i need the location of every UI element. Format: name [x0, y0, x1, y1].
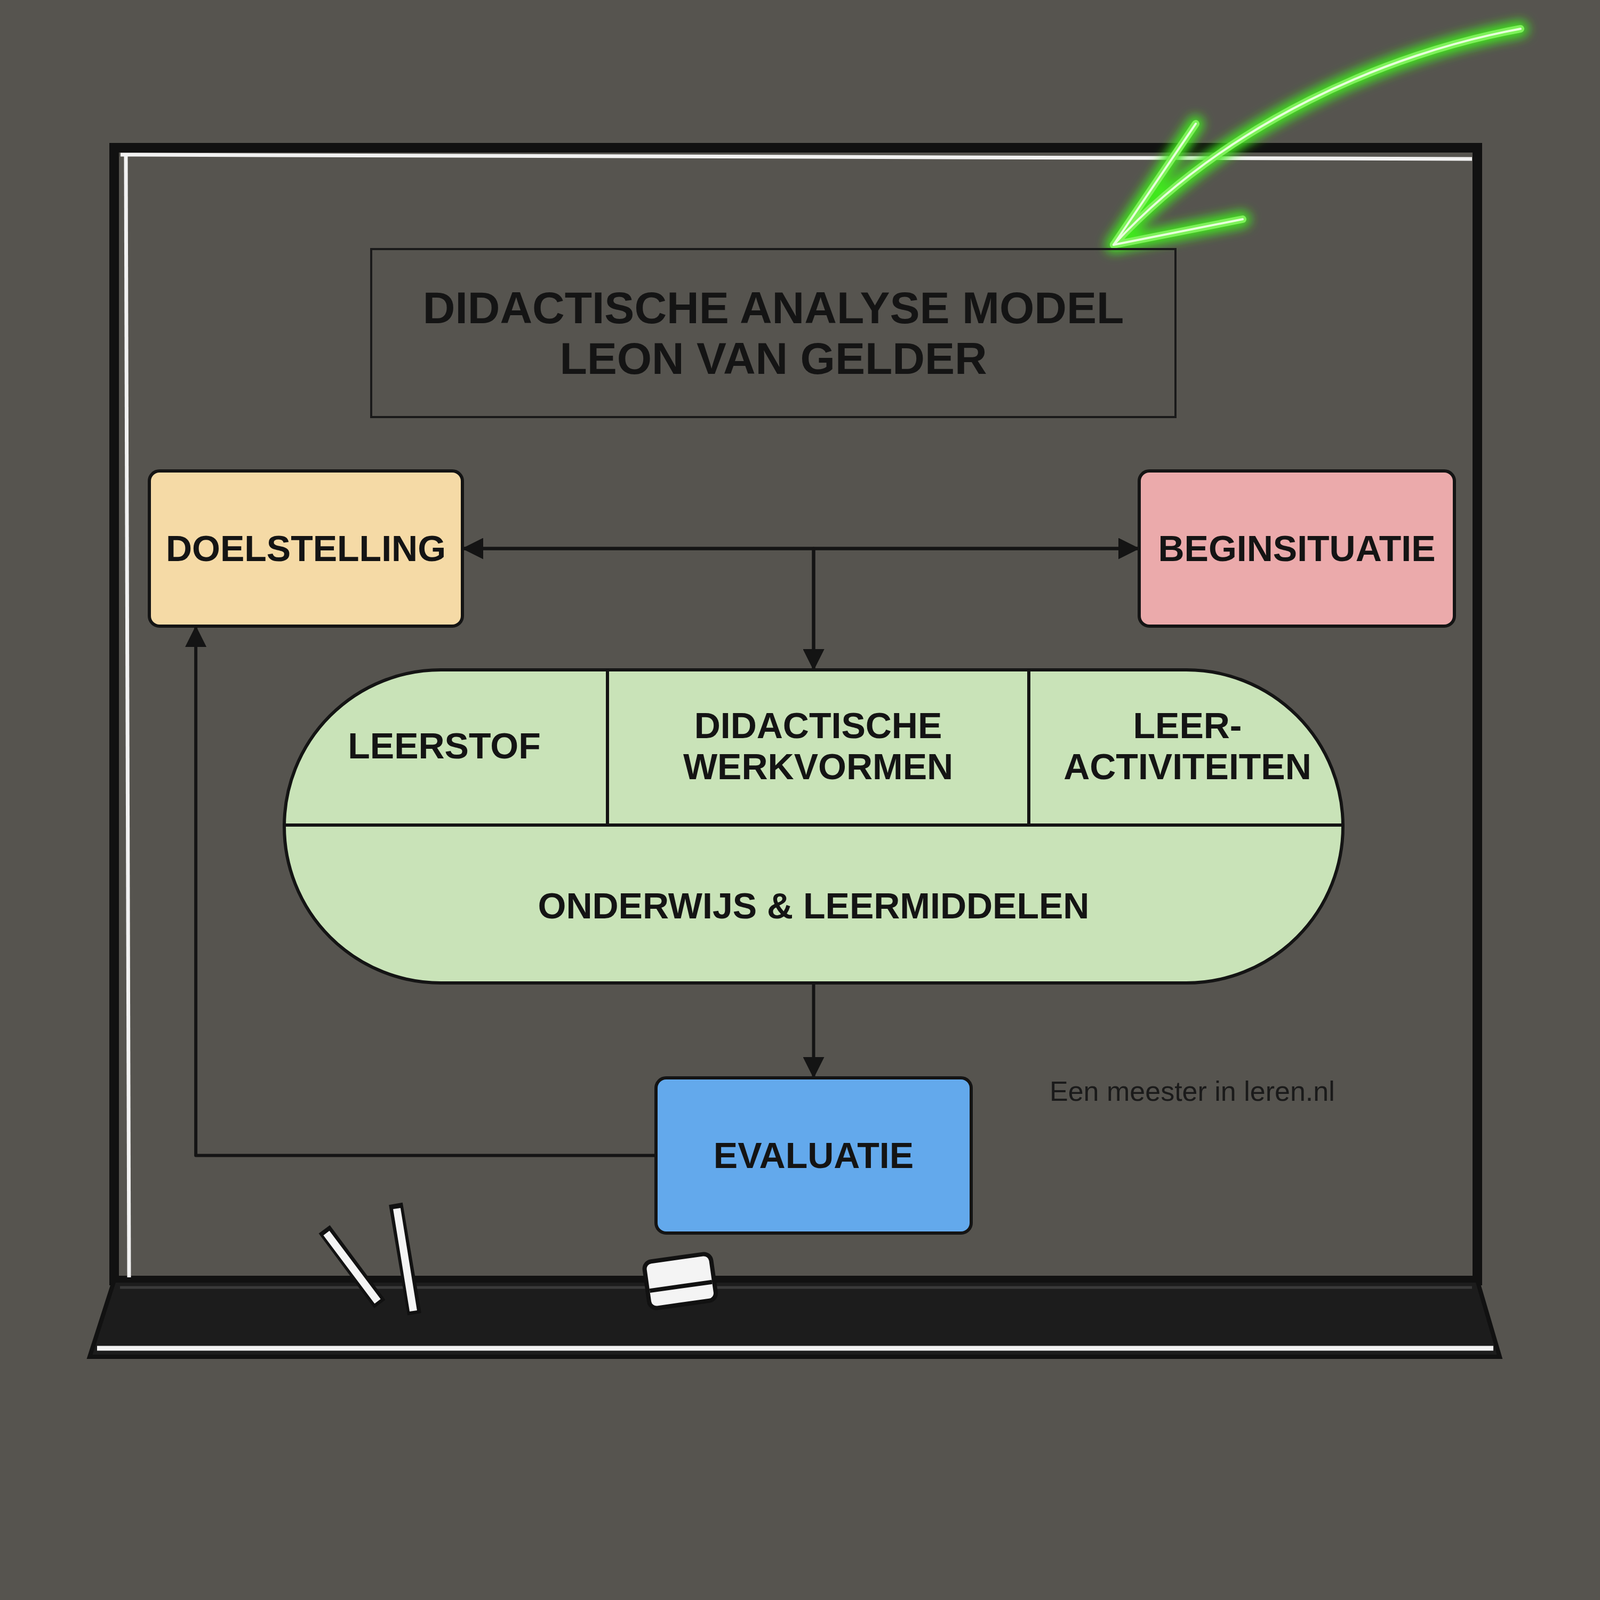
connector-arrow [195, 627, 655, 1156]
neon-shaft [1113, 28, 1521, 245]
start-situation-box: BEGINSITUATIE [1137, 469, 1456, 628]
neon-arrow [1113, 28, 1521, 245]
teaching-pill: LEERSTOF DIDACTISCHE WERKVORMENLEER- ACTI… [282, 668, 1345, 985]
node-label: DIDACTISCHE WERKVORMEN [614, 705, 1022, 787]
activity-cell: LEER- ACTIVITEITEN [1030, 668, 1345, 827]
tray-highlight [97, 1346, 1494, 1351]
neon-glow [1113, 28, 1521, 245]
chalk-stick [324, 1229, 380, 1304]
watermark-text: Een meester in leren.nl [1049, 1075, 1335, 1108]
content-cell: LEERSTOF [282, 668, 610, 827]
neon-core [1113, 123, 1243, 245]
connector-arrow [812, 984, 816, 1077]
goal-box: DOELSTELLING [147, 469, 464, 628]
board-highlight [125, 154, 130, 1278]
connector-arrow [464, 548, 814, 669]
eraser-body [643, 1253, 717, 1310]
title-box: DIDACTISCHE ANALYSE MODEL LEON VAN GELDE… [370, 248, 1177, 419]
board-frame [114, 147, 1478, 1281]
node-label: LEER- ACTIVITEITEN [1035, 705, 1340, 787]
node-label: BEGINSITUATIE [1157, 528, 1436, 569]
connector-arrow [813, 548, 1139, 669]
chalk-stick [396, 1208, 414, 1311]
node-label: DOELSTELLING [165, 528, 446, 569]
node-label: ONDERWIJS & LEERMIDDELEN [282, 826, 1345, 985]
evaluation-box: EVALUATIE [654, 1076, 973, 1235]
eraser [643, 1253, 717, 1310]
connector-arrow [464, 547, 1138, 551]
neon-core [1113, 28, 1521, 245]
tray-edge [120, 1286, 1472, 1290]
node-label: LEERSTOF [347, 725, 541, 766]
method-cell: DIDACTISCHE WERKVORMEN [609, 668, 1031, 827]
chalk-stick [395, 1203, 415, 1315]
neon-shaft [1113, 28, 1521, 245]
chalk-tray [89, 1280, 1500, 1357]
eraser-band [649, 1282, 712, 1291]
node-label: EVALUATIE [713, 1134, 914, 1176]
title-text: DIDACTISCHE ANALYSE MODEL LEON VAN GELDE… [393, 282, 1154, 383]
board-highlight [120, 154, 1472, 159]
chalk-stick [326, 1233, 378, 1302]
